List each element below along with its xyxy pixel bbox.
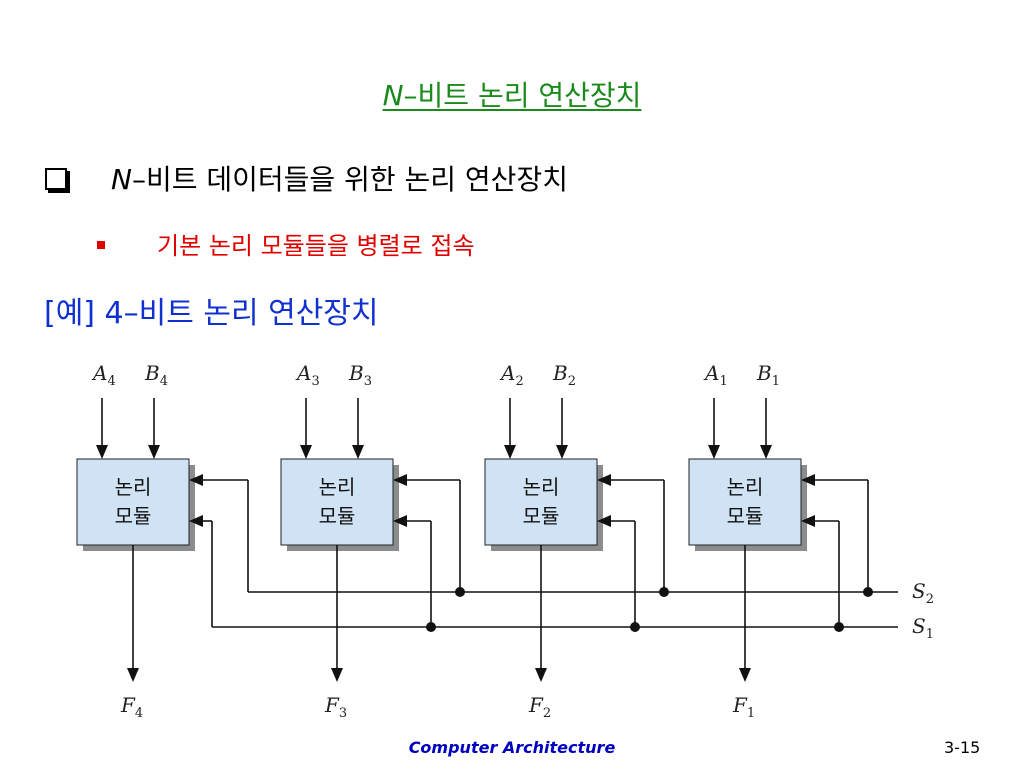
input-label-b-subscript: 2 xyxy=(568,374,576,389)
input-label-a: A1 xyxy=(703,361,728,389)
input-label-b: B4 xyxy=(144,361,168,389)
output-arrow-f xyxy=(739,668,751,682)
select-arrow-s2 xyxy=(801,474,815,486)
module-label-line2: 모듈 xyxy=(523,504,560,528)
input-label-b-subscript: 4 xyxy=(160,374,168,389)
module-label-line1: 논리 xyxy=(319,475,356,499)
select-arrow-s2 xyxy=(189,474,203,486)
output-arrow-f xyxy=(331,668,343,682)
checkbox-bullet-icon xyxy=(45,168,67,190)
module-label-line2: 모듈 xyxy=(319,504,356,528)
input-arrow-b xyxy=(556,445,568,459)
footer-course: Computer Architecture xyxy=(408,738,616,757)
title-text: –비트 논리 연산장치 xyxy=(403,79,642,112)
output-label-f-subscript: 4 xyxy=(135,706,143,721)
input-label-a: A4 xyxy=(91,361,116,389)
module-label-line1: 논리 xyxy=(727,475,764,499)
square-bullet-icon xyxy=(97,241,105,249)
output-label-f: F3 xyxy=(324,693,347,721)
input-arrow-a xyxy=(300,445,312,459)
bullet-level1: N–비트 데이터들을 위한 논리 연산장치 xyxy=(45,158,568,198)
input-label-a-subscript: 3 xyxy=(311,374,319,389)
bullet1-n: N xyxy=(111,163,132,196)
logic-module-box xyxy=(76,458,190,546)
junction-dot-s2 xyxy=(455,587,465,597)
input-label-b-subscript: 3 xyxy=(364,374,372,389)
input-label-a-subscript: 1 xyxy=(719,374,727,389)
input-arrow-a xyxy=(96,445,108,459)
bullet2-text: 기본 논리 모듈들을 병렬로 접속 xyxy=(157,232,475,260)
example-heading: [예] 4–비트 논리 연산장치 xyxy=(44,296,379,331)
input-arrow-b xyxy=(148,445,160,459)
module-label-line2: 모듈 xyxy=(115,504,152,528)
select-arrow-s2 xyxy=(393,474,407,486)
select-label-s2-subscript: 2 xyxy=(926,592,934,607)
junction-dot-s1 xyxy=(426,622,436,632)
slide-title: N–비트 논리 연산장치 xyxy=(0,74,1024,114)
bullet1-text: –비트 데이터들을 위한 논리 연산장치 xyxy=(131,163,568,196)
input-arrow-b xyxy=(352,445,364,459)
select-label-s2: S2 xyxy=(912,579,934,607)
junction-dot-s2 xyxy=(659,587,669,597)
select-label-s1-subscript: 1 xyxy=(926,627,934,642)
output-label-f: F2 xyxy=(528,693,551,721)
output-label-f: F4 xyxy=(120,693,143,721)
junction-dot-s1 xyxy=(834,622,844,632)
input-label-a: A3 xyxy=(295,361,320,389)
select-arrow-s1 xyxy=(393,515,407,527)
input-label-a-subscript: 2 xyxy=(515,374,523,389)
input-label-a-subscript: 4 xyxy=(107,374,115,389)
select-arrow-s1 xyxy=(189,515,203,527)
input-label-b: B2 xyxy=(552,361,576,389)
input-arrow-a xyxy=(708,445,720,459)
input-label-b-subscript: 1 xyxy=(772,374,780,389)
select-label-s1: S1 xyxy=(912,614,934,642)
output-label-f-subscript: 3 xyxy=(339,706,347,721)
junction-dot-s2 xyxy=(863,587,873,597)
module-label-line1: 논리 xyxy=(115,475,152,499)
input-label-b: B1 xyxy=(756,361,780,389)
page-number: 3-15 xyxy=(944,738,981,757)
module-label-line2: 모듈 xyxy=(727,504,764,528)
output-label-f: F1 xyxy=(732,693,755,721)
logic-module-box xyxy=(484,458,598,546)
input-arrow-b xyxy=(760,445,772,459)
input-arrow-a xyxy=(504,445,516,459)
title-n: N xyxy=(382,79,404,112)
select-arrow-s1 xyxy=(597,515,611,527)
output-arrow-f xyxy=(127,668,139,682)
junction-dot-s1 xyxy=(630,622,640,632)
output-arrow-f xyxy=(535,668,547,682)
input-label-b: B3 xyxy=(348,361,372,389)
bullet-level2: 기본 논리 모듈들을 병렬로 접속 xyxy=(97,226,475,261)
logic-module-box xyxy=(688,458,802,546)
select-arrow-s2 xyxy=(597,474,611,486)
output-label-f-subscript: 1 xyxy=(747,706,755,721)
output-label-f-subscript: 2 xyxy=(543,706,551,721)
input-label-a: A2 xyxy=(499,361,524,389)
module-label-line1: 논리 xyxy=(523,475,560,499)
select-arrow-s1 xyxy=(801,515,815,527)
logic-module-box xyxy=(280,458,394,546)
